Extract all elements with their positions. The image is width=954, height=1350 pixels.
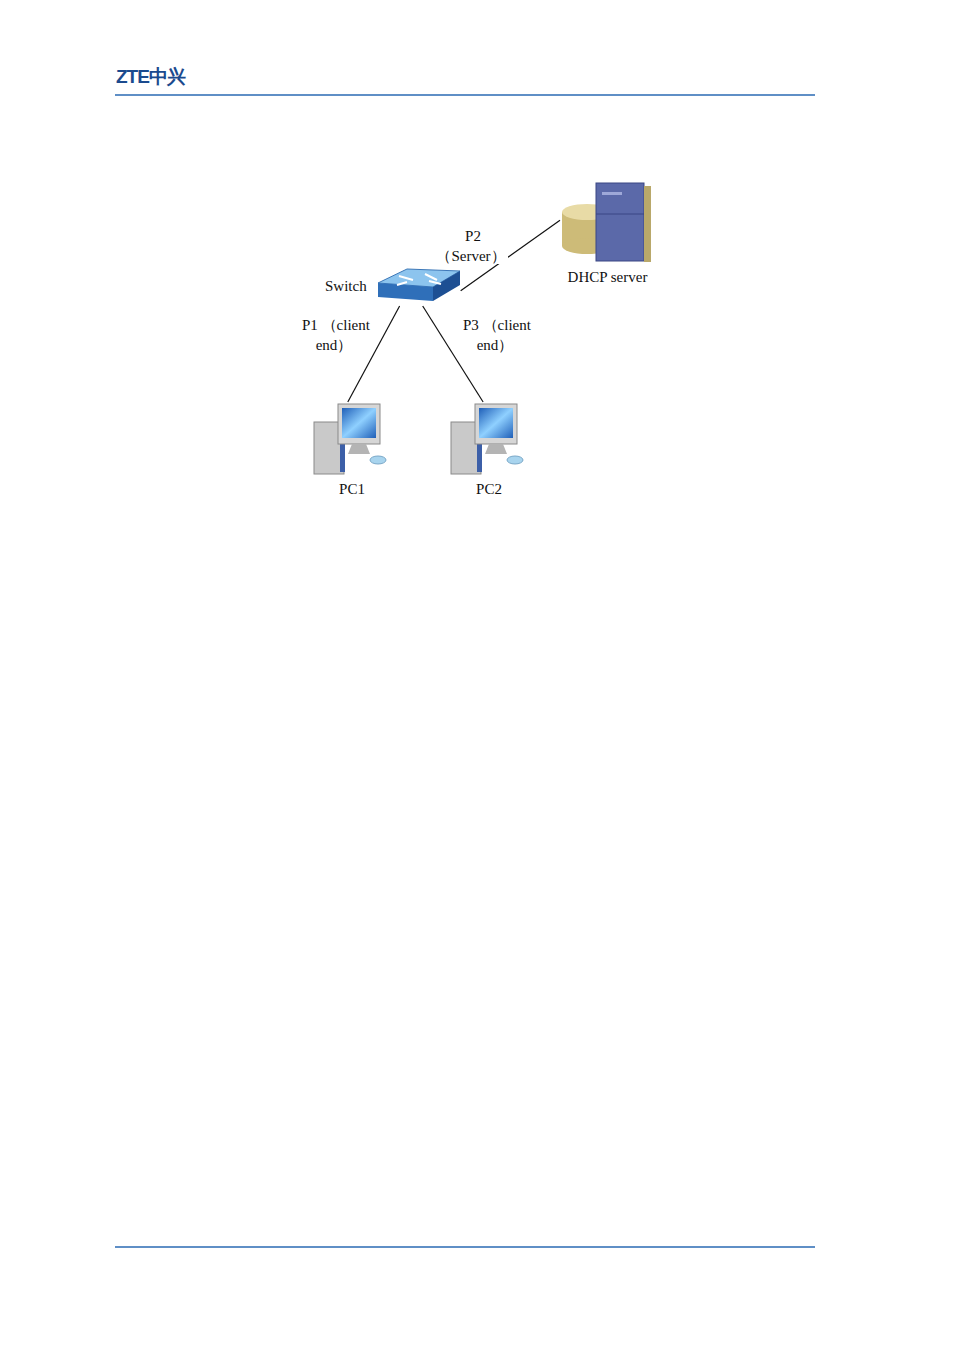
server-node: DHCP server <box>560 180 655 286</box>
device-label: DHCP server <box>568 268 648 286</box>
port-label-text: P3 （client end） <box>461 317 531 353</box>
pc-node: PC2 <box>447 402 531 498</box>
pc-icon <box>310 402 394 478</box>
company-logo: ZTE中兴 <box>116 64 185 90</box>
header-rule <box>115 94 815 96</box>
device-label: PC2 <box>476 480 502 498</box>
pc-node: PC1 <box>310 402 394 498</box>
switch-node: Switch <box>325 266 461 306</box>
port-label: P1 （client end） <box>279 315 391 355</box>
device-label: Switch <box>325 277 367 295</box>
port-label: P2 （Server） <box>432 226 512 266</box>
device-label: PC1 <box>339 480 365 498</box>
pc-icon <box>447 402 531 478</box>
switch-icon <box>377 266 461 306</box>
port-label-text: P1 （client end） <box>300 317 370 353</box>
port-label-text: P2 （Server） <box>436 228 507 264</box>
port-label: P3 （client end） <box>440 315 552 355</box>
connectors <box>348 220 560 402</box>
footer-rule <box>115 1246 815 1248</box>
server-icon <box>560 180 655 266</box>
